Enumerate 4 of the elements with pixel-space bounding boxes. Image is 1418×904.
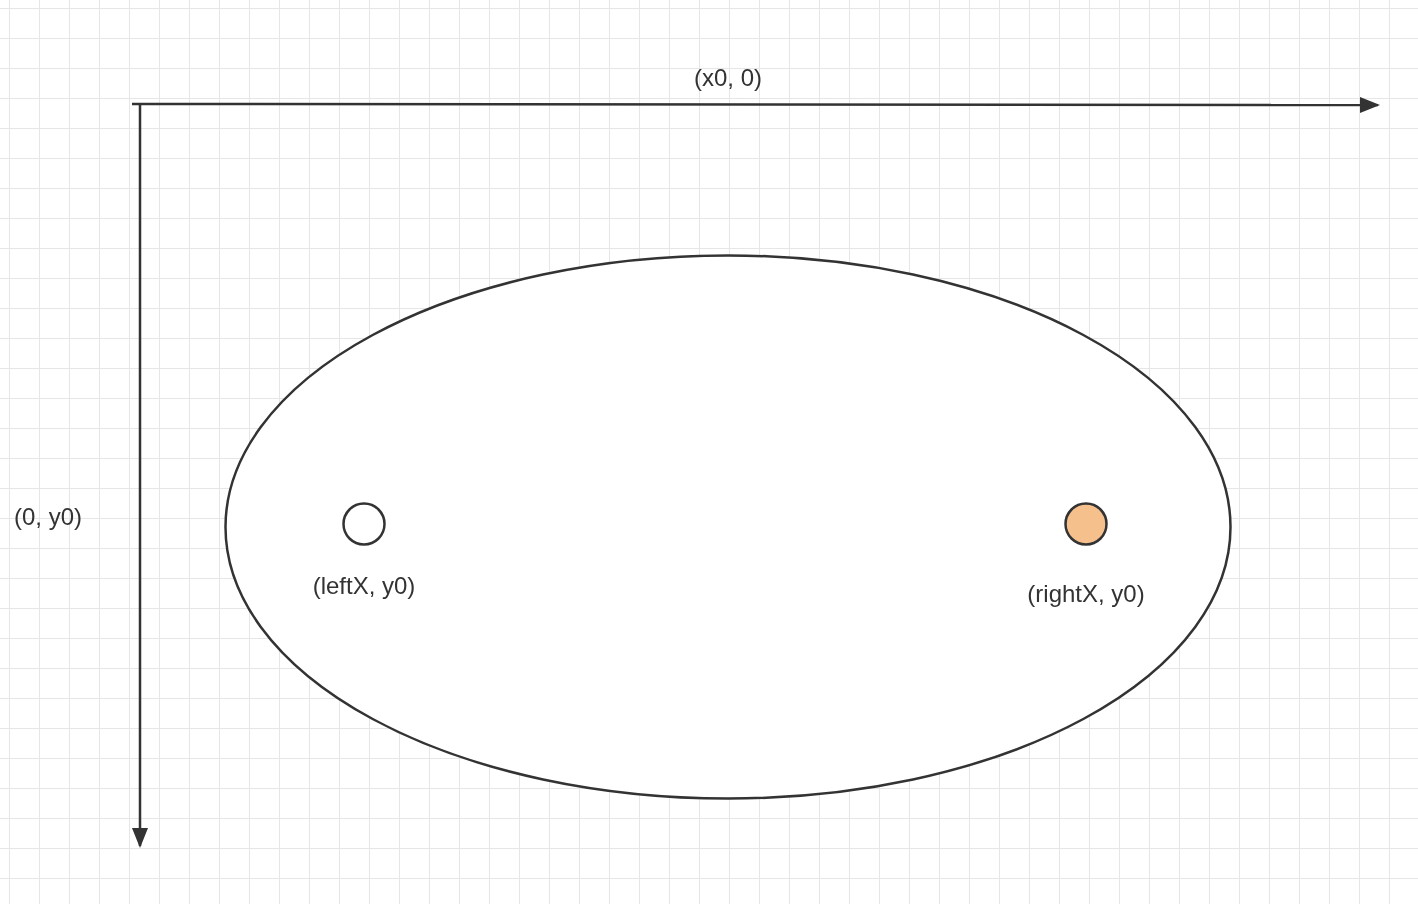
coordinate-label: (rightX, y0) xyxy=(1027,579,1145,609)
axis-label: (x0, 0) xyxy=(694,63,762,93)
coordinate-label: (leftX, y0) xyxy=(312,571,416,601)
axis-label: (0, y0) xyxy=(14,502,82,532)
